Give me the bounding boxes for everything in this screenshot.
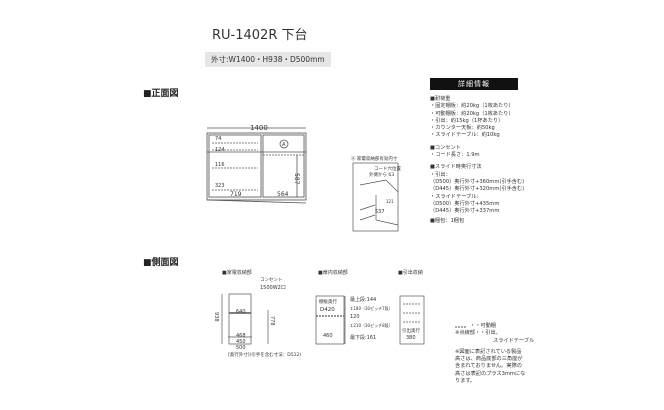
info-line: ・スライドテーブル：約10kg [430,132,500,139]
side-view-heading: ■側面図 [143,258,179,268]
dim-120: 120 [350,314,360,320]
front-view-heading: ■正面図 [143,89,179,99]
cabinet-drawing [315,295,346,345]
dim-564: 564 [277,191,289,198]
front-view-drawing [206,127,307,204]
dim-450: 450 [236,339,246,345]
marker-a: A [282,142,286,148]
dim-323: 323 [215,183,225,189]
dim-1400: 1400 [250,124,268,132]
detail-info-header: 詳細情報 [430,78,518,90]
dim-121: 121 [386,199,394,204]
drawer-drawing [399,295,425,345]
dim-537: 537 [375,209,385,215]
inset-cord: コード穴位置 [374,165,401,172]
dim-116: 116 [215,162,225,168]
dim-719: 719 [230,191,242,198]
shelf-depth-label: 棚板奥行 [319,298,337,305]
cabinet-label: ■扉内収納部 [318,269,348,276]
inset-cord2: 外側から 63 [369,171,394,178]
detail-info: ■耐荷重 ・固定棚板：約20kg（1枚あたり） ・可動棚板：約20kg（1枚あた… [430,96,524,226]
appliance-label: ■家電収納部 [222,269,252,276]
drawer-depth-label: 引出奥行 [402,327,420,334]
bottom-step: 最下段:161 [350,334,376,341]
info-line: （D445）奥行外寸+320mm(引手含む) [430,186,525,193]
info-line: ■耐荷重 [430,96,451,102]
dim-500: 500 [236,345,246,351]
appliance-drawing [221,293,269,345]
dim-460: 460 [323,333,333,339]
dim-778: 778 [269,316,275,326]
info-line: ・可動棚板：約20kg（1枚あたり） [430,110,514,117]
pitch-210: ↕210（30ピッチ8段） [350,322,393,328]
legend-slide-table: スライドテーブル [493,337,535,344]
product-title: RU-1402R 下台 [212,28,308,43]
remark-line: 含まれておりません。実際の [455,363,522,370]
remark-line: ります。 [455,378,476,385]
remark-line: 高さは表記のプラス3mmにな [455,370,526,377]
dim-587: 587 [293,173,300,185]
outer-dimensions: 外寸:W1400・H938・D500mm [205,52,331,67]
legend-dotted: ※点線部・・引出、 [455,330,501,337]
top-step: 最上段:144 [350,296,376,303]
info-line: ・固定棚板：約20kg（1枚あたり） [430,103,514,110]
info-line: ・カウンター天板：約50kg [430,125,495,132]
appliance-footnote: [奥行外寸](引手を含む寸法：D512) [228,351,301,358]
info-line: ■コンセント [430,144,461,151]
pitch-180: ↕180（30ピッチ7段） [350,305,393,311]
info-line: （D500）奥行外寸+435mm [430,200,500,207]
remark-line: 高さは、商品底部の三角座が [455,356,523,363]
drawer-label: ■引出収納 [398,269,423,276]
dim-640: 640 [236,309,246,315]
dim-74: 74 [215,136,221,142]
drawer-depth: 380 [406,335,416,341]
info-line: ・引出： [430,171,451,178]
shelf-depth: D420 [320,307,335,313]
dim-468: 468 [236,333,246,339]
info-line: ■スライド時奥行寸法 [430,164,482,171]
info-line: （D500）奥行外寸+360mm(引手含む) [430,178,525,185]
dim-938: 938 [213,312,219,322]
info-line: （D445）奥行外寸+337mm [430,208,500,215]
legend-movable-shelf: ・・可動棚 [470,323,496,329]
info-line: ・スライドテーブル： [430,193,482,200]
dim-124: 124 [215,147,225,153]
outlet-label: コンセント [260,277,283,283]
inset-drawing [352,162,399,232]
remark-line: ※図面に表記されている製品 [455,348,522,355]
info-line: ・引出：約15kg（1杯あたり） [430,117,504,124]
inset-label: Ⓐ 家電収納部有効内寸 [351,155,398,162]
info-line: ・コード長さ：1.9m [430,152,480,159]
legend-notes: ・・可動棚 ※点線部・・引出、 スライドテーブル ※図面に表記されている製品 高… [455,323,534,385]
info-line: ■梱包：1梱包 [430,218,465,225]
outlet-spec: 1500W2口 [260,285,286,291]
